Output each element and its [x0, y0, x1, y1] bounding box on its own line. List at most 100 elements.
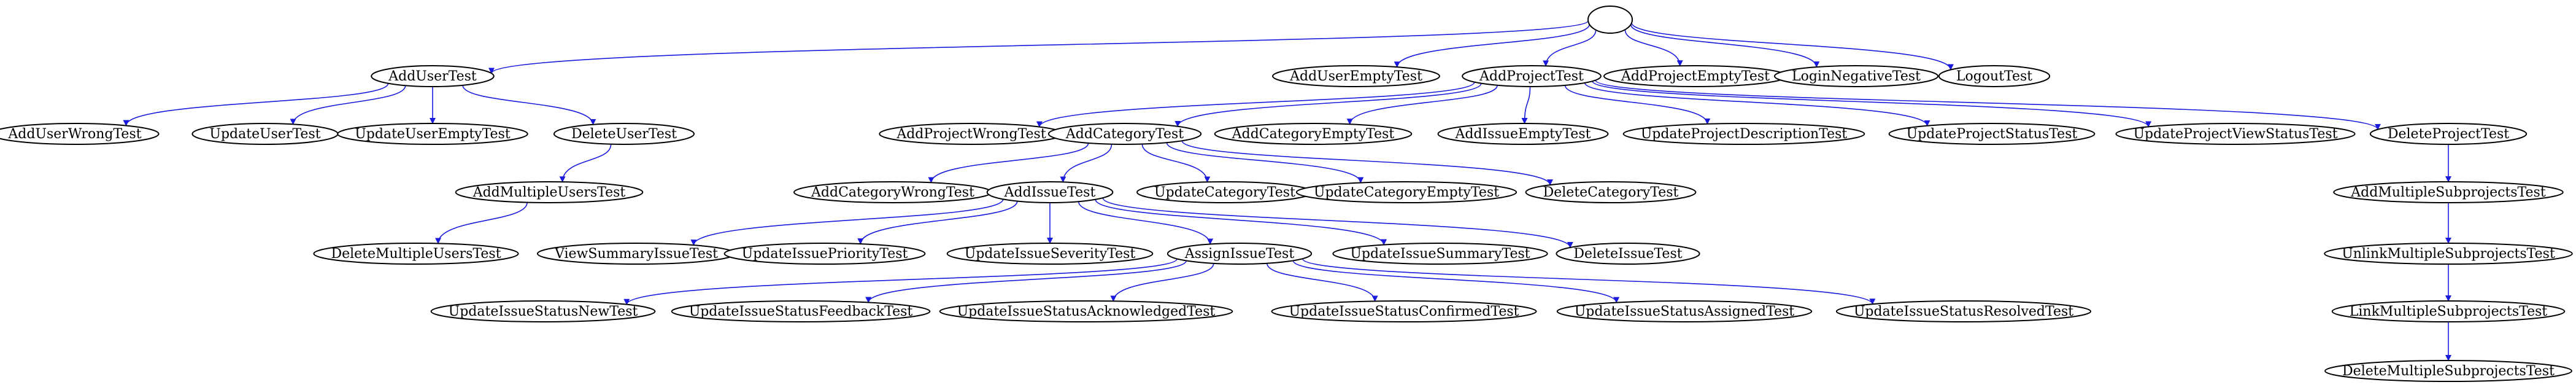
node-ellipse [1167, 243, 1313, 265]
node-label: UpdateIssueStatusFeedbackTest [689, 304, 913, 319]
edge-root-to-add-user-empty-test [1394, 24, 1590, 68]
node-label: DeleteProjectTest [2388, 127, 2509, 142]
node-update-project-description-test: UpdateProjectDescriptionTest [1622, 123, 1865, 145]
node-update-category-empty-test: UpdateCategoryEmptyTest [1295, 181, 1517, 203]
node-ellipse [1462, 65, 1602, 87]
node-ellipse [1556, 300, 1813, 322]
node-ellipse [1214, 123, 1413, 145]
edge-add-issue-test-to-delete-issue-test [1102, 197, 1573, 248]
node-delete-user-test: DeleteUserTest [553, 123, 695, 145]
node-ellipse [939, 300, 1233, 322]
node-label: UnlinkMultipleSubprojectsTest [2342, 246, 2555, 262]
node-add-project-empty-test: AddProjectEmptyTest [1603, 65, 1788, 87]
node-update-category-test: UpdateCategoryTest [1136, 181, 1313, 203]
node-update-issue-summary-test: UpdateIssueSummaryTest [1332, 243, 1548, 265]
node-update-issue-status-assigned-test: UpdateIssueStatusAssignedTest [1556, 300, 1813, 322]
edge-add-category-test-to-update-category-test [1141, 144, 1211, 183]
node-label: AddUserTest [388, 69, 477, 84]
edge-root-to-login-negative-test [1630, 24, 1820, 68]
node-label: AddUserWrongTest [7, 127, 141, 142]
edge-assign-issue-test-to-update-issue-status-acknowledged-test [1110, 263, 1214, 302]
edge-add-category-test-to-add-issue-test [1060, 144, 1113, 183]
node-label: DeleteCategoryTest [1543, 185, 1679, 200]
edge-root-to-add-project-test [1543, 29, 1597, 67]
node-add-user-test: AddUserTest [371, 65, 495, 87]
node-ellipse [1525, 181, 1697, 203]
node-ellipse [723, 243, 926, 265]
edge-assign-issue-test-to-update-issue-status-feedback-test [865, 260, 1187, 303]
node-label: AddCategoryTest [1065, 127, 1184, 142]
node-label: UpdateIssueSummaryTest [1350, 246, 1530, 262]
node-label: LogoutTest [1956, 69, 2032, 84]
edge-add-category-test-to-add-category-wrong-test [928, 142, 1089, 184]
node-add-project-wrong-test: AddProjectWrongTest [879, 123, 1064, 145]
edge-assign-issue-test-to-update-issue-status-new-test [623, 258, 1178, 305]
node-assign-issue-test: AssignIssueTest [1167, 243, 1313, 265]
node-label: AddProjectEmptyTest [1621, 69, 1770, 84]
node-label: AddCategoryWrongTest [811, 185, 974, 200]
edge-assign-issue-test-to-update-issue-status-resolved-test [1301, 258, 1876, 305]
node-ellipse [337, 123, 528, 145]
node-label: AddUserEmptyTest [1289, 69, 1422, 84]
edge-add-issue-test-to-update-issue-summary-test [1095, 199, 1387, 246]
node-delete-multiple-users-test: DeleteMultipleUsersTest [313, 243, 519, 265]
edge-root-to-add-project-empty-test [1624, 29, 1683, 67]
node-label: AddIssueEmptyTest [1455, 127, 1591, 142]
node-ellipse [0, 123, 160, 145]
node-ellipse [1556, 243, 1700, 265]
node-update-user-empty-test: UpdateUserEmptyTest [337, 123, 528, 145]
node-add-user-empty-test: AddUserEmptyTest [1272, 65, 1440, 87]
edge-add-issue-test-to-update-issue-priority-test [857, 201, 1018, 245]
node-label: UpdateIssueStatusAssignedTest [1575, 304, 1795, 319]
edge-add-project-test-to-add-project-wrong-test [1036, 82, 1475, 128]
node-logout-test: LogoutTest [1938, 65, 2051, 87]
node-ellipse [986, 181, 1114, 203]
node-delete-issue-test: DeleteIssueTest [1556, 243, 1700, 265]
node-add-category-empty-test: AddCategoryEmptyTest [1214, 123, 1413, 145]
edge-add-project-test-to-add-category-empty-test [1346, 85, 1498, 125]
node-ellipse [1047, 123, 1202, 145]
edge-add-issue-test-to-view-summary-issue-test [690, 199, 1004, 246]
node-label: DeleteUserTest [571, 127, 677, 142]
node-add-multiple-subprojects-test: AddMultipleSubprojectsTest [2333, 181, 2564, 203]
node-label: AssignIssueTest [1184, 246, 1294, 262]
node-add-category-test: AddCategoryTest [1047, 123, 1202, 145]
node-ellipse [671, 300, 931, 322]
node-label: UpdateUserTest [209, 127, 320, 142]
node-label: UpdateUserEmptyTest [355, 127, 511, 142]
node-ellipse [553, 123, 695, 145]
node-add-issue-test: AddIssueTest [986, 181, 1114, 203]
node-ellipse [946, 243, 1154, 265]
node-delete-multiple-subprojects-test: DeleteMultipleSubprojectsTest [2324, 360, 2572, 382]
node-view-summary-issue-test: ViewSummaryIssueTest [537, 243, 736, 265]
node-add-issue-empty-test: AddIssueEmptyTest [1437, 123, 1609, 145]
edge-add-project-test-to-update-project-view-status-test [1592, 80, 2151, 128]
node-ellipse [2369, 123, 2528, 145]
node-ellipse [2115, 123, 2356, 145]
edge-add-category-test-to-update-category-empty-test [1166, 142, 1364, 184]
edge-delete-user-test-to-add-multiple-users-test [559, 144, 612, 183]
node-label: AddIssueTest [1004, 185, 1096, 200]
node-label: AddProjectTest [1479, 69, 1584, 84]
root-node [1587, 6, 1633, 34]
node-label: AddCategoryEmptyTest [1232, 127, 1395, 142]
edge-add-project-test-to-update-project-status-test [1584, 82, 1930, 127]
node-label: AddMultipleUsersTest [472, 185, 626, 200]
node-label: ViewSummaryIssueTest [554, 246, 718, 262]
node-label: DeleteIssueTest [1573, 246, 1682, 262]
node-add-user-wrong-test: AddUserWrongTest [0, 123, 160, 145]
node-label: UpdateProjectDescriptionTest [1641, 127, 1848, 142]
node-update-user-test: UpdateUserTest [191, 123, 339, 145]
node-label: UpdateIssueStatusConfirmedTest [1289, 304, 1519, 319]
node-update-issue-status-feedback-test: UpdateIssueStatusFeedbackTest [671, 300, 931, 322]
node-label: LoginNegativeTest [1792, 69, 1921, 84]
edge-add-project-test-to-update-project-description-test [1564, 85, 1711, 125]
edge-add-user-test-to-add-user-wrong-test [123, 83, 389, 127]
node-label: UpdateCategoryTest [1154, 185, 1295, 200]
node-label: LinkMultipleSubprojectsTest [2350, 304, 2548, 319]
node-add-category-wrong-test: AddCategoryWrongTest [793, 181, 992, 203]
node-label: UpdateProjectViewStatusTest [2133, 127, 2337, 142]
node-update-issue-status-resolved-test: UpdateIssueStatusResolvedTest [1835, 300, 2092, 322]
node-ellipse [1332, 243, 1548, 265]
